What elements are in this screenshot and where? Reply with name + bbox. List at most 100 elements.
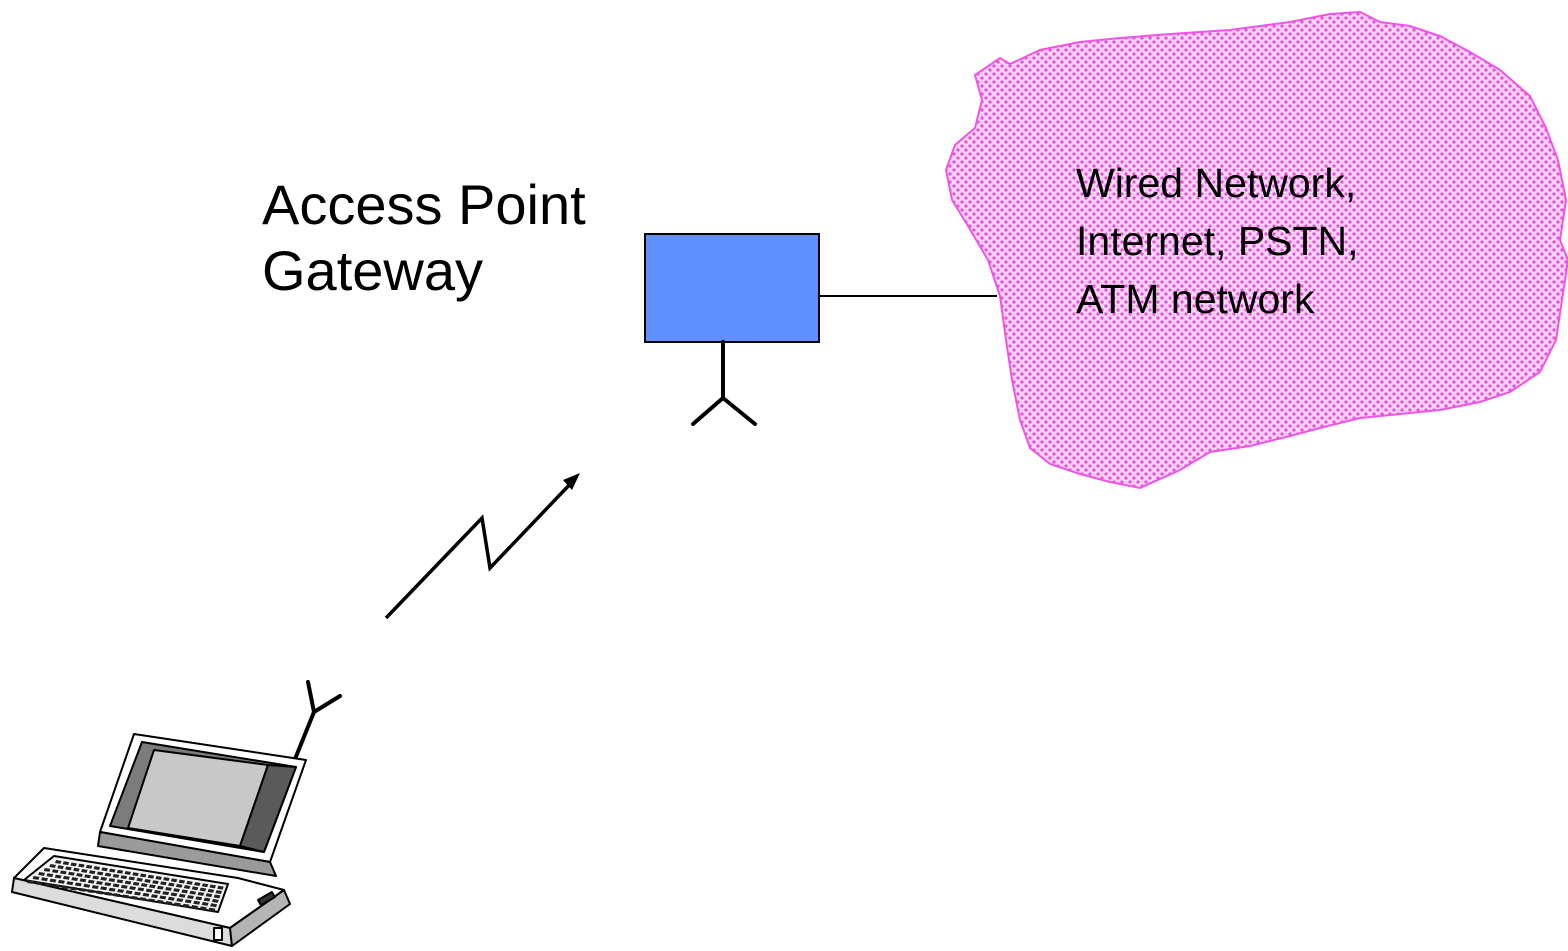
- keyboard-key: [165, 901, 173, 906]
- keyboard-key: [109, 868, 116, 873]
- keyboard-key: [162, 891, 170, 896]
- keyboard-key: [113, 893, 121, 898]
- keyboard-key: [205, 893, 213, 898]
- keyboard-keys: [27, 860, 224, 912]
- keyboard-key: [129, 886, 136, 890]
- keyboard-key: [74, 882, 82, 887]
- keyboard-key: [49, 878, 57, 883]
- keyboard-key: [96, 880, 103, 885]
- keyboard-key: [116, 879, 124, 884]
- keyboard-key: [46, 873, 54, 878]
- keyboard-key: [197, 892, 205, 896]
- keyboard-key: [150, 894, 158, 899]
- keyboard-key: [148, 884, 156, 889]
- keyboard-key: [96, 871, 104, 876]
- keyboard-key: [130, 895, 138, 900]
- keyboard-key: [120, 875, 128, 880]
- keyboard-key: [176, 898, 184, 903]
- keyboard-key: [73, 867, 80, 872]
- keyboard-key: [81, 868, 88, 873]
- keyboard-key: [63, 875, 70, 880]
- keyboard-key: [54, 874, 62, 879]
- keyboard-key: [189, 890, 197, 895]
- keyboard-key: [170, 892, 178, 897]
- keyboard-key: [68, 871, 75, 876]
- keyboard-key: [186, 880, 193, 885]
- keyboard-key: [125, 890, 133, 895]
- keyboard-key: [32, 876, 40, 880]
- keyboard-key: [49, 864, 56, 868]
- keyboard-key: [100, 886, 108, 891]
- access-point-label: Access Point Gateway: [262, 172, 586, 304]
- keyboard-key: [35, 881, 43, 886]
- keyboard-key: [117, 889, 125, 893]
- keyboard-key: [210, 903, 218, 908]
- keyboard-key: [27, 880, 35, 884]
- keyboard-key: [108, 887, 116, 892]
- access-point-label-line-2: Gateway: [262, 239, 483, 302]
- keyboard-key: [137, 887, 145, 892]
- keyboard-key: [134, 891, 141, 896]
- keyboard-key: [122, 894, 130, 899]
- keyboard-key: [116, 869, 124, 874]
- keyboard-key: [209, 884, 216, 889]
- keyboard-key: [93, 866, 101, 870]
- keyboard-key: [128, 876, 136, 881]
- keyboard-key: [178, 879, 186, 884]
- keyboard-key: [191, 886, 199, 891]
- keyboard-key: [78, 887, 86, 892]
- wired-network-cloud: [944, 10, 1568, 490]
- keyboard-key: [104, 891, 112, 896]
- keyboard-key: [61, 885, 69, 890]
- keyboard-key: [44, 882, 52, 887]
- keyboard-key: [165, 886, 172, 891]
- network-label-line-2: Internet, PSTN,: [1076, 218, 1359, 264]
- keyboard-key: [140, 883, 148, 888]
- keyboard-key: [96, 890, 104, 895]
- keyboard-key: [66, 881, 74, 886]
- keyboard-key: [43, 868, 51, 872]
- keyboard-key: [142, 892, 150, 897]
- keyboard-key: [87, 879, 95, 884]
- keyboard-key: [173, 888, 180, 893]
- antenna-icon: [691, 340, 757, 426]
- keyboard-key: [104, 872, 112, 877]
- keyboard-key: [167, 896, 175, 901]
- keyboard-key: [124, 880, 132, 885]
- keyboard-key: [124, 871, 131, 875]
- keyboard-key: [88, 870, 96, 875]
- keyboard-key: [87, 889, 95, 894]
- keyboard-key: [104, 882, 112, 887]
- keyboard-key: [157, 885, 164, 890]
- keyboard-key: [51, 869, 59, 874]
- keyboard-key: [199, 906, 207, 911]
- keyboard-key: [55, 860, 62, 864]
- keyboard-key: [183, 885, 191, 890]
- keyboard-key: [182, 903, 190, 908]
- keyboard-key: [194, 882, 201, 886]
- keyboard-key: [199, 887, 207, 892]
- keyboard-key: [168, 882, 175, 887]
- keyboard-key: [159, 895, 167, 900]
- keyboard-key: [184, 899, 192, 904]
- keyboard-key: [139, 897, 147, 902]
- keyboard-key: [187, 895, 194, 899]
- keyboard-key: [91, 885, 99, 890]
- keyboard-key: [203, 897, 211, 902]
- keyboard-key: [170, 878, 178, 883]
- keyboard-key: [84, 874, 91, 879]
- keyboard-key: [160, 881, 167, 886]
- keyboard-key: [100, 876, 108, 881]
- keyboard-key: [120, 884, 128, 889]
- keyboard-key: [78, 863, 85, 868]
- keyboard-key: [41, 877, 48, 882]
- keyboard-key: [112, 873, 120, 878]
- keyboard-key: [62, 861, 70, 866]
- keyboard-key: [70, 862, 77, 867]
- keyboard-key: [201, 883, 209, 888]
- keyboard-key: [154, 889, 161, 894]
- keyboard-key: [52, 883, 60, 888]
- keyboard-key: [92, 875, 100, 880]
- keyboard-key: [147, 874, 155, 879]
